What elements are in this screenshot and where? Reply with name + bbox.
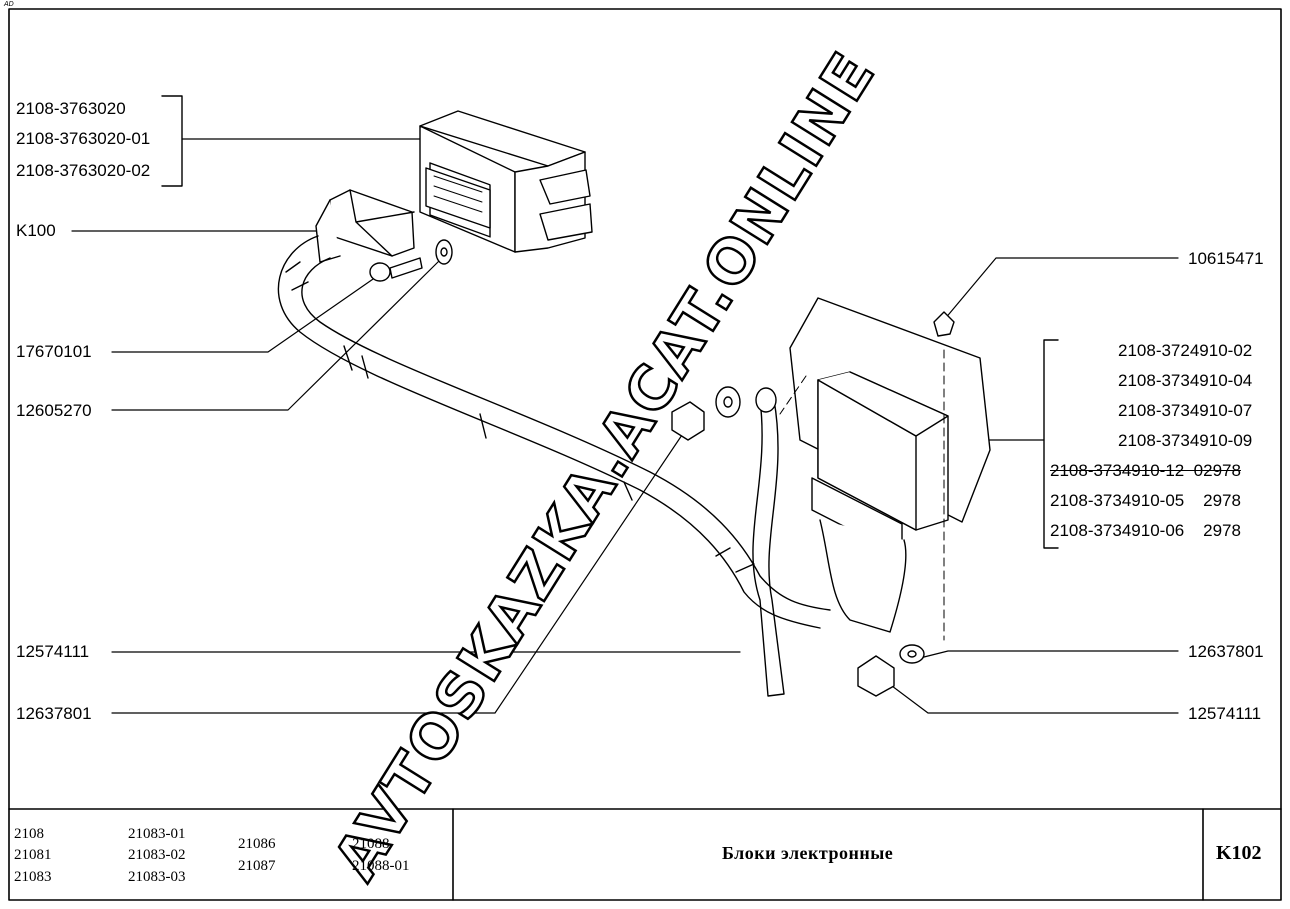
part-label-module-7: 2108-3734910-06 2978 [1050,521,1241,540]
corner-mark: AD [4,1,14,8]
relay-unit [419,110,593,253]
part-label-screw: 17670101 [16,342,92,361]
part-label-washer-right: 12637801 [1188,642,1264,661]
part-label-module-5: 2108-3734910-12 02978 [1050,461,1241,480]
model-21087: 21087 [238,858,276,874]
model-21083-02: 21083-02 [128,847,186,863]
wiring-harness [277,235,831,697]
part-label-connector: K100 [16,221,56,240]
part-label-relay-3: 2108-3763020-02 [16,161,151,180]
part-label-module-4: 2108-3734910-09 [1118,431,1253,450]
model-21088-01: 21088-01 [352,858,410,874]
model-21083: 21083 [14,869,52,885]
sheet-code: K102 [1216,842,1262,864]
part-label-nut-right: 12574111 [1188,704,1262,723]
part-label-star-washer: 10615471 [1188,249,1264,268]
connector-k100 [315,189,415,263]
sheet-title: Блоки электронные [722,843,894,863]
part-label-module-3: 2108-3734910-07 [1118,401,1253,420]
leader-lines-left [71,138,741,714]
part-label-washer: 12605270 [16,401,92,420]
part-label-nut-left: 12574111 [16,642,90,661]
part-label-relay-2: 2108-3763020-01 [16,129,151,148]
ignition-module [779,297,991,641]
model-21088: 21088 [352,836,390,852]
model-21083-03: 21083-03 [128,869,186,885]
part-label-relay-1: 2108-3763020 [16,99,126,118]
bracket-left-group [161,95,183,187]
model-21083-01: 21083-01 [128,826,186,842]
model-21081: 21081 [14,847,52,863]
fasteners [369,239,955,697]
part-label-module-6: 2108-3734910-05 2978 [1050,491,1241,510]
model-2108: 2108 [14,826,44,842]
bracket-right-group [1043,339,1059,549]
part-label-module-1: 2108-3724910-02 [1118,341,1253,360]
part-label-module-2: 2108-3734910-04 [1118,371,1253,390]
part-label-washer-left: 12637801 [16,704,92,723]
model-21086: 21086 [238,836,276,852]
sheet-frame [8,8,1282,901]
